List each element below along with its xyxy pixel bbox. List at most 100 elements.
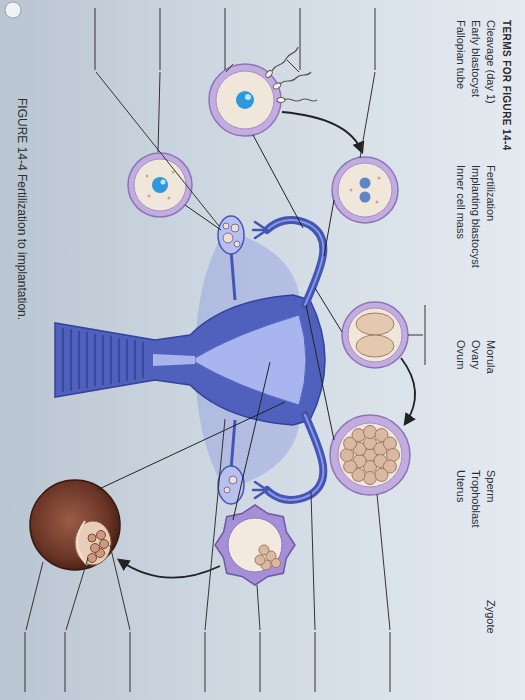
ovary [231, 250, 235, 300]
implantation-view [30, 480, 120, 570]
ovary [223, 223, 240, 493]
uterus [55, 295, 325, 425]
term-label: Implanting blastocyst [469, 165, 482, 268]
answer-line [25, 632, 26, 692]
sequence-arrow [282, 112, 362, 152]
uterus [126, 339, 127, 381]
answer-line [390, 632, 391, 692]
ovary [218, 216, 244, 504]
ovum-cell [128, 153, 192, 217]
leader-line [324, 200, 334, 256]
answer-line [130, 632, 131, 692]
uterus [62, 328, 63, 392]
figure-caption: FIGURE 14-4 Fertilization to implantatio… [14, 98, 29, 320]
ovary [231, 224, 239, 232]
implantation-view [100, 540, 109, 549]
morula-cell [330, 415, 410, 495]
answer-line [225, 8, 226, 70]
answer-line [311, 492, 315, 630]
leader-line [306, 305, 334, 440]
answer-line [408, 335, 423, 336]
fallopian-tube [255, 230, 267, 238]
ovum-cell [152, 177, 168, 193]
blastocyst-cell [215, 505, 295, 585]
ovary [229, 476, 237, 484]
fertilization-cell [277, 97, 285, 103]
term-label: Trophoblast [469, 470, 482, 528]
morula-cell [338, 423, 402, 487]
answer-line [300, 8, 301, 70]
answer-line [315, 632, 316, 692]
blastocyst-cell [272, 559, 281, 568]
term-label: Zygote [484, 600, 497, 634]
cleavage-cell [356, 335, 394, 357]
morula-cell [330, 415, 410, 495]
leader-line [233, 362, 270, 520]
fallopian-tube [267, 415, 323, 500]
cleavage-cell [356, 313, 394, 335]
zygote-cell [378, 177, 381, 180]
zygote-cell [332, 157, 398, 223]
uterus [70, 329, 71, 391]
sequence-arrow [119, 560, 220, 578]
uterus [134, 340, 135, 380]
term-label: Inner cell mass [454, 165, 467, 239]
ovary [218, 466, 244, 504]
fallopian-tube [253, 222, 267, 498]
implantation-view [88, 531, 109, 563]
leader-line [185, 205, 221, 230]
term-label: Fertilization [484, 165, 497, 221]
implantation-view [91, 544, 100, 553]
uterus [63, 328, 143, 392]
ovary [224, 487, 230, 493]
term-label: Uterus [454, 470, 467, 502]
leader-line [97, 135, 342, 520]
answer-line [110, 545, 130, 630]
ovum-cell [146, 175, 149, 178]
term-label: Ovum [454, 340, 467, 369]
fallopian-tube [253, 220, 323, 500]
answer-line [260, 632, 261, 692]
leader-line [253, 135, 303, 228]
uterus [118, 338, 119, 383]
uterus [78, 331, 79, 389]
terms-heading: TERMS FOR FIGURE 14-4 [500, 20, 513, 151]
term-label: Early blastocyst [469, 20, 482, 97]
fertilization-cell [216, 71, 274, 129]
ovum-cell [146, 171, 175, 200]
zygote-cell [350, 177, 381, 204]
zygote-cell [376, 201, 379, 204]
uterus [94, 334, 95, 386]
blastocyst-cell [228, 518, 282, 572]
blastocyst-cell [215, 505, 295, 585]
implantation-view [75, 521, 111, 565]
answer-line [25, 8, 425, 692]
fertilization-cell [284, 99, 317, 101]
fallopian-tube [267, 415, 323, 500]
zygote-cell [350, 189, 353, 192]
morula-cell [375, 468, 388, 481]
leader-line [97, 402, 285, 490]
term-label: Fallopian tube [454, 20, 467, 89]
fallopian-tube [267, 220, 323, 305]
zygote-cell [360, 178, 371, 189]
answer-line [65, 632, 66, 692]
answer-line [377, 494, 390, 630]
implantation-view [97, 531, 106, 540]
implantation-view [30, 480, 120, 570]
term-label: Morula [484, 340, 497, 374]
ovum-cell [172, 171, 175, 174]
cleavage-cell [342, 302, 408, 368]
implantation-view [88, 554, 97, 563]
term-label: Sperm [484, 470, 497, 502]
uterus [55, 295, 325, 425]
morula-cell [387, 449, 400, 462]
ovum-cell [128, 153, 192, 217]
fertilization-cell [272, 47, 317, 101]
answer-line [66, 558, 88, 630]
morula-cell [364, 472, 377, 485]
cleavage-cell [342, 302, 408, 368]
morula-cell [364, 426, 377, 439]
answer-line [96, 72, 219, 226]
